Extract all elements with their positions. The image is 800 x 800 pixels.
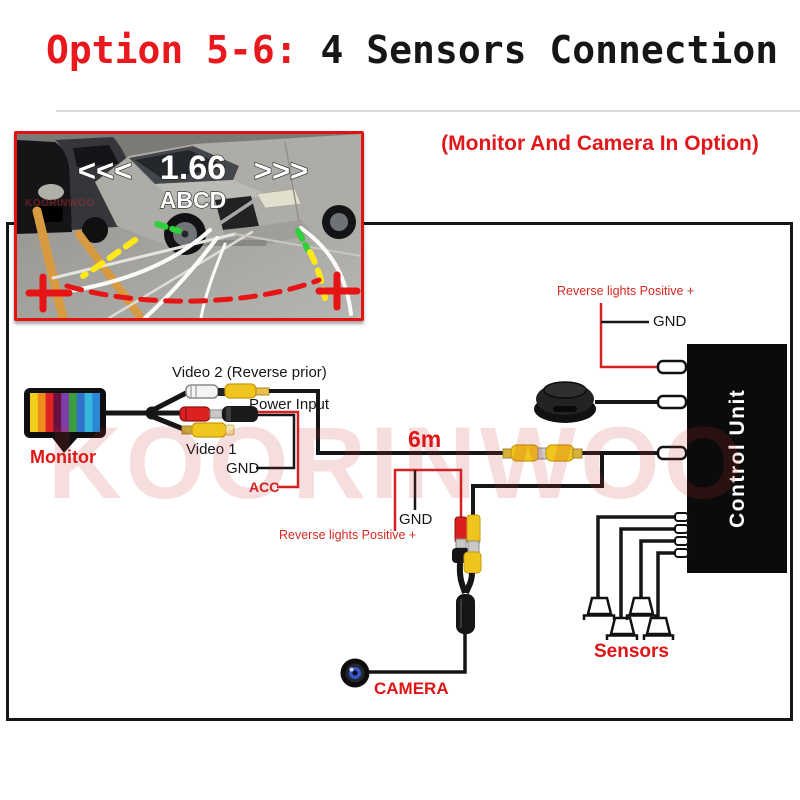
video2-label: Video 2 (Reverse prior) [172,364,327,381]
monitor-colorbars [30,393,100,432]
acc-label: ACC [249,479,280,495]
osd-arrows-right: >>> [254,153,308,188]
buzzer-icon [534,381,660,423]
photo-watermark: KOORINWOO [25,198,95,209]
cable-length-label: 6m [408,426,442,452]
power-harness-wires [256,410,300,489]
osd-line2: ABCD [160,187,226,213]
gnd-camera-label: GND [399,511,433,528]
video-trunk-wire [269,389,660,516]
sensor-icons [582,596,675,640]
camera-preview-photo: <<< 1.66 >>> ABCD KOORINWOO [14,131,364,321]
video1-label: Video 1 [186,441,237,458]
sensor-plugs [674,512,689,558]
gnd-monitor-label: GND [226,460,260,477]
monitor-icon [24,388,106,453]
monitor-label: Monitor [30,447,96,467]
camera-preview-scene: <<< 1.66 >>> ABCD KOORINWOO [17,134,361,318]
reverse-lights-top-wires [599,303,658,369]
power-input-connectors [179,406,258,422]
diagram-frame [6,222,793,721]
control-unit-label: Control Unit [726,388,749,529]
camera-label: CAMERA [374,679,449,698]
control-unit-box [687,344,787,573]
splitter-node [145,406,159,420]
video2-rca-connectors [185,383,270,399]
control-unit-plugs [656,359,688,461]
parking-guidelines-overlay [25,221,361,318]
page-title: Option 5-6: 4 Sensors Connection [46,28,778,72]
sensors-label: Sensors [594,641,669,662]
reverse-lights-camera-label: Reverse lights Positive + [279,528,417,542]
reverse-lights-top-label: Reverse lights Positive + [557,284,695,298]
video1-rca-connector [181,422,235,438]
title-option-part: Option 5-6: [46,28,298,72]
title-divider [56,110,800,112]
camera-power-wires [393,468,463,531]
parking-lot-lines [32,206,361,318]
power-input-label: Power Input [249,396,330,413]
camera-wire [369,632,467,674]
parked-cars [17,134,361,255]
title-main-part: 4 Sensors Connection [297,28,779,72]
sensor-wires [596,515,676,619]
osd-distance: 1.66 [160,149,226,187]
osd-arrows-left: <<< [78,153,132,188]
rca-coupling [502,444,583,462]
camera-icon [340,658,370,688]
camera-splitter [452,514,482,634]
red-corner-brackets [25,271,361,313]
camera-osd-text: <<< 1.66 >>> ABCD [77,148,309,213]
gnd-top-label: GND [653,313,687,330]
subtitle-note: (Monitor And Camera In Option) [441,132,759,155]
